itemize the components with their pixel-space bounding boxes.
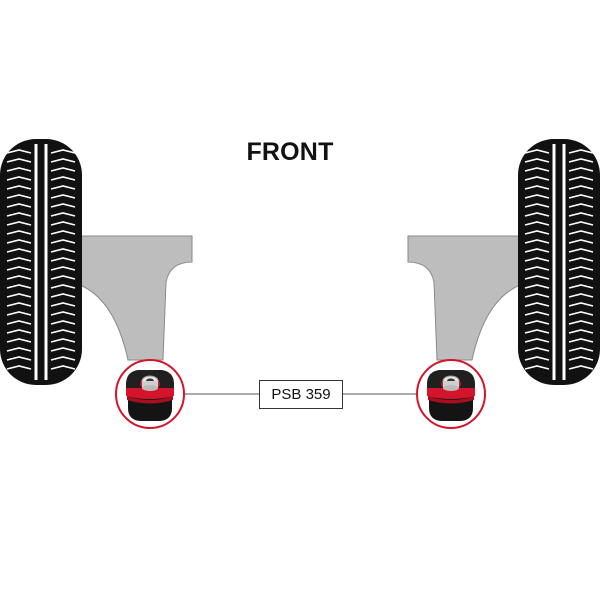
right-control-arm [407, 235, 521, 361]
part-number-label: PSB 359 [259, 380, 343, 409]
right-wheel-icon [517, 138, 600, 386]
left-wheel-icon [0, 138, 83, 386]
front-label: FRONT [246, 138, 334, 166]
left-control-arm [79, 235, 193, 361]
left-bush-icon [115, 359, 185, 429]
right-bush-icon [416, 359, 486, 429]
